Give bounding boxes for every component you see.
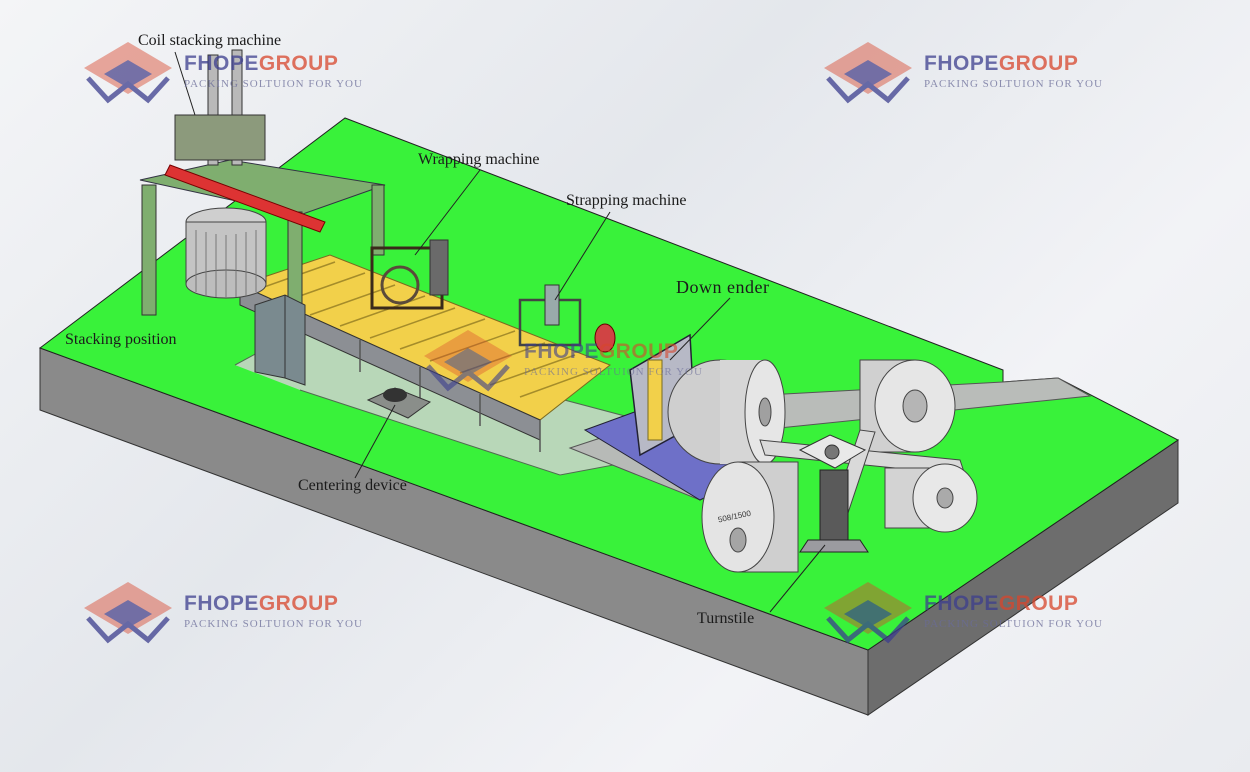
fhope-logo-icon <box>824 582 912 644</box>
label-stacking-position: Stacking position <box>65 331 177 348</box>
stacker-head <box>174 114 266 161</box>
brand-text-a: FHOPE <box>524 340 599 363</box>
brand-tagline: PACKING SOLTUION FOR YOU <box>924 618 1103 630</box>
label-wrapping-machine: Wrapping machine <box>418 151 540 168</box>
turnstile-post <box>819 469 849 541</box>
stacker-leg-1 <box>141 184 157 316</box>
watermark-center: FHOPEGROUP PACKING SOLTUION FOR YOU <box>418 326 758 396</box>
fhope-logo-icon <box>424 330 512 392</box>
brand-text-b: GROUP <box>258 52 339 75</box>
stacker-leg-3 <box>371 184 385 256</box>
label-down-ender: Down ender <box>676 277 770 297</box>
brand-text-b: GROUP <box>998 52 1079 75</box>
brand-text-a: FHOPE <box>924 592 999 615</box>
stacker-mast-1 <box>207 54 219 166</box>
brand-tagline: PACKING SOLTUION FOR YOU <box>184 78 363 90</box>
label-coil-stacking-machine: Coil stacking machine <box>138 32 282 49</box>
roller-conveyor <box>238 254 611 452</box>
brand-tagline: PACKING SOLTUION FOR YOU <box>924 78 1103 90</box>
leader-lines <box>174 51 826 613</box>
brand-tagline: PACKING SOLTUION FOR YOU <box>524 366 703 378</box>
label-centering-device: Centering device <box>298 477 407 494</box>
stacker-red-beam <box>164 164 326 233</box>
watermark-bottom-right: FHOPEGROUP PACKING SOLTUION FOR YOU <box>818 578 1158 648</box>
wrapping-machine <box>370 239 449 310</box>
label-strapping-machine: Strapping machine <box>566 192 687 209</box>
coil-4-front <box>701 461 775 573</box>
brand-text-a: FHOPE <box>184 592 259 615</box>
label-turnstile: Turnstile <box>697 610 755 627</box>
brand-text-b: GROUP <box>598 340 679 363</box>
fhope-logo-icon <box>84 582 172 644</box>
coils: 508/1500 <box>667 359 978 573</box>
wrapping-ring <box>380 265 420 305</box>
strapping-machine <box>518 284 616 353</box>
fhope-logo-icon <box>824 42 912 104</box>
watermark-top-left: FHOPEGROUP PACKING SOLTUION FOR YOU <box>78 38 418 108</box>
brand-tagline: PACKING SOLTUION FOR YOU <box>184 618 363 630</box>
brand-text-b: GROUP <box>998 592 1079 615</box>
watermark-top-right: FHOPEGROUP PACKING SOLTUION FOR YOU <box>818 38 1158 108</box>
brand-text-b: GROUP <box>258 592 339 615</box>
fhope-logo-icon <box>84 42 172 104</box>
centering-device <box>366 387 432 419</box>
brand-text-a: FHOPE <box>924 52 999 75</box>
electric-cabinet <box>254 294 306 386</box>
watermark-bottom-left: FHOPEGROUP PACKING SOLTUION FOR YOU <box>78 578 418 648</box>
brand-text-a: FHOPE <box>184 52 259 75</box>
stacker-mast-2 <box>231 49 243 166</box>
